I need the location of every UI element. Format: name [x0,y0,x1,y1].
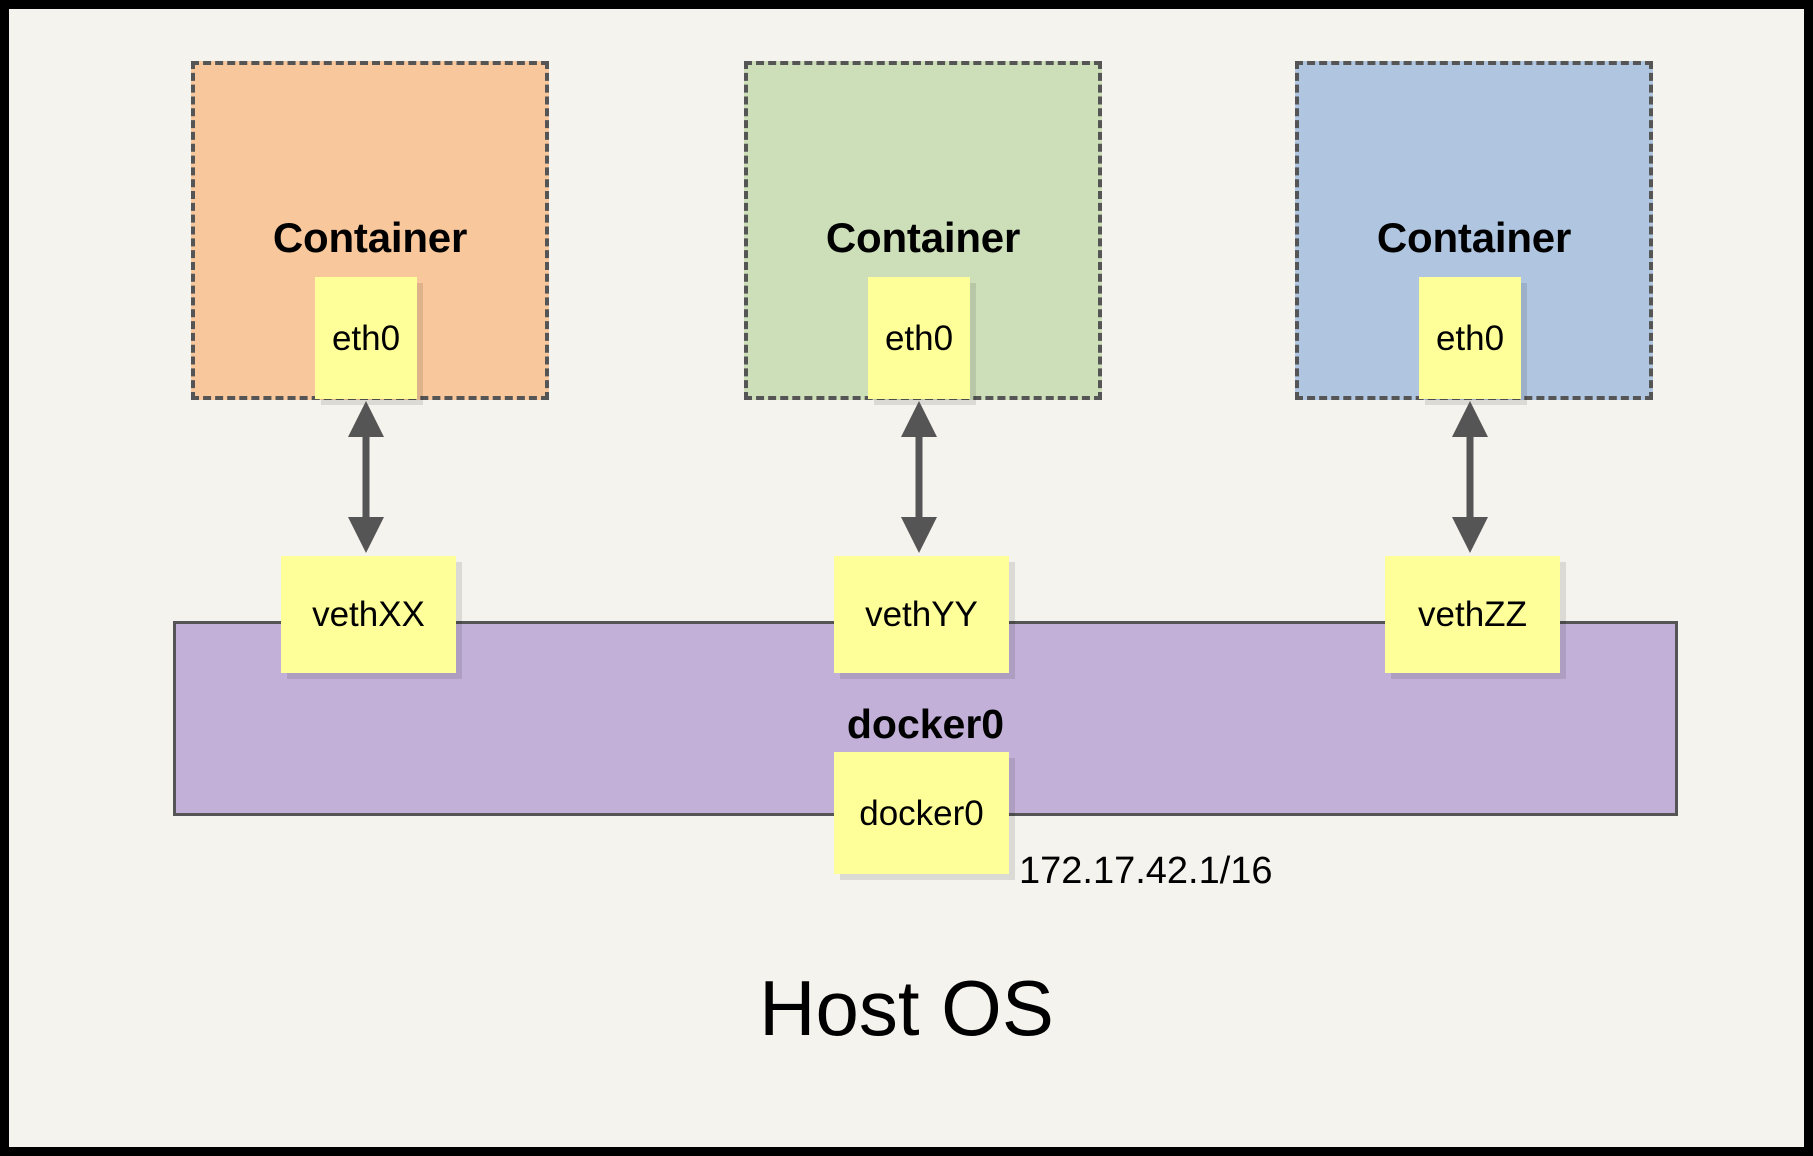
docker0-bridge-label: docker0 [846,701,1005,747]
host-os-label: Host OS [759,964,1054,1052]
veth-link-arrow-2 [901,401,937,553]
eth0-box-1: eth0 [315,277,417,399]
docker0-interface-box: docker0 [834,752,1009,874]
docker0-ip-label: 172.17.42.1/16 [1019,850,1273,892]
veth-box-2: vethYY [834,556,1009,673]
veth-box-3: vethZZ [1385,556,1560,673]
eth0-box-3: eth0 [1419,277,1521,399]
container-title-3: Container [1376,214,1572,261]
veth-link-arrow-3 [1452,401,1488,553]
veth-link-arrow-1 [348,401,384,553]
container-title-1: Container [272,214,468,261]
veth-box-1: vethXX [281,556,456,673]
container-title-2: Container [825,214,1021,261]
eth0-box-2: eth0 [868,277,970,399]
